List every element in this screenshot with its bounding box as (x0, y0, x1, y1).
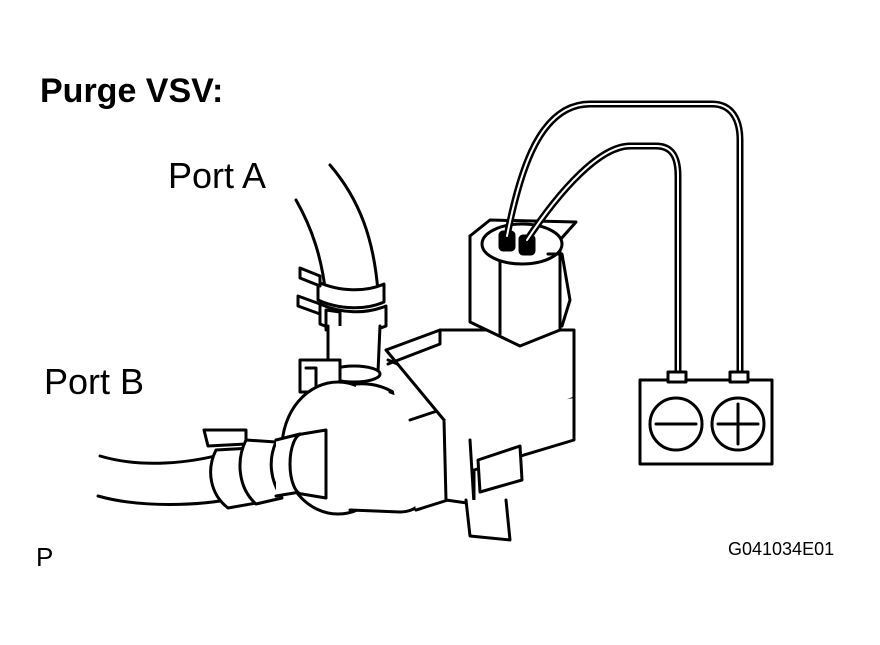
diagram-title: Purge VSV: (40, 72, 224, 110)
corner-mark: P (36, 542, 54, 572)
figure-code: G041034E01 (728, 539, 835, 559)
positive-terminal-icon (710, 396, 766, 452)
port-b-clamp (202, 428, 284, 510)
port-b-label: Port B (44, 361, 145, 402)
port-a-label: Port A (168, 155, 267, 196)
port-b-nipple (274, 428, 328, 500)
solenoid-housing (384, 328, 576, 542)
electrical-connector (468, 218, 578, 348)
valve-flange (386, 358, 450, 512)
port-a-clamp (296, 266, 388, 334)
lead-wires (503, 100, 744, 376)
negative-terminal-icon (648, 396, 704, 452)
battery (638, 370, 774, 466)
